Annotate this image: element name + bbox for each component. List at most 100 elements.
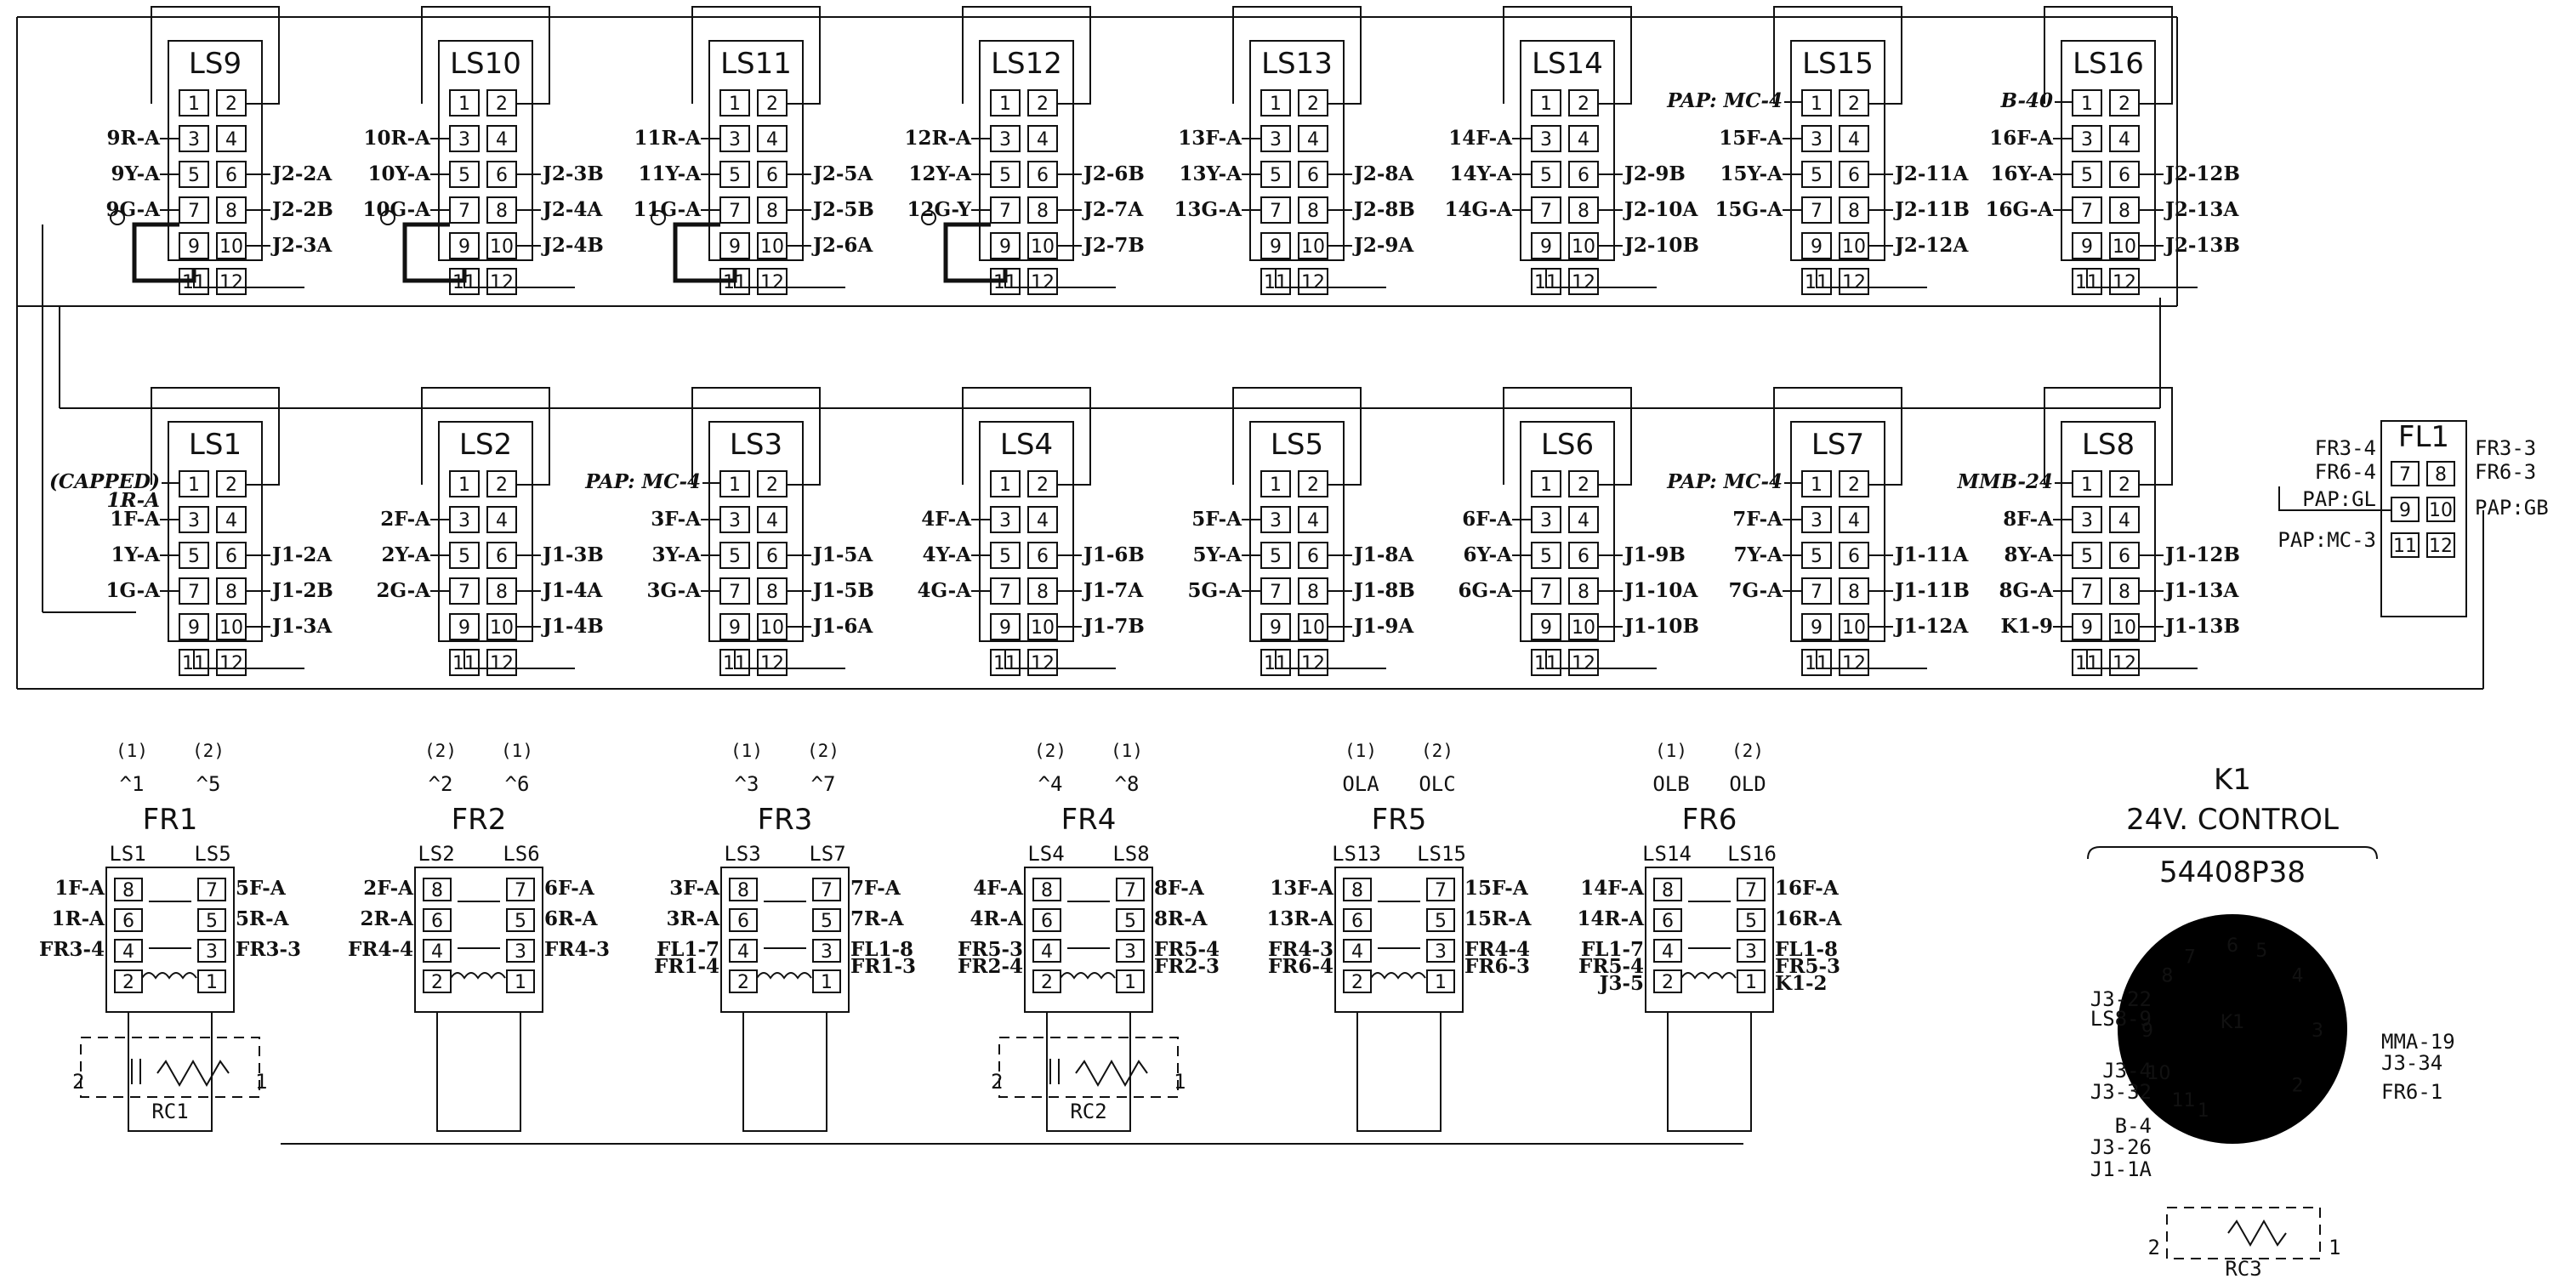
fr-title: FR5 bbox=[1372, 803, 1427, 837]
right-wire-label: J1-11A bbox=[1893, 543, 1969, 566]
k1-pin bbox=[2130, 1012, 2164, 1046]
note-label: MMB-24 bbox=[1957, 470, 2053, 493]
pin-box bbox=[1531, 470, 1561, 497]
position-label: (1) bbox=[1111, 741, 1143, 761]
left-wire-label: 6F-A bbox=[1462, 508, 1513, 531]
pin-number: 1 bbox=[1811, 475, 1823, 496]
pin-number: 2 bbox=[2292, 1075, 2304, 1096]
wire bbox=[1356, 1012, 1442, 1132]
pin-number: 8 bbox=[766, 582, 778, 603]
left-wire-label: 4F-A bbox=[973, 877, 1024, 900]
right-wire-label: FR4-4 bbox=[1464, 938, 1530, 961]
pin-box bbox=[1426, 878, 1455, 901]
ls-ref: LS7 bbox=[809, 842, 845, 866]
left-wire-label: J3-4 bbox=[2102, 1059, 2152, 1083]
left-wire-label: FR4-3 bbox=[1268, 938, 1333, 961]
right-wire-label: 7R-A bbox=[850, 907, 905, 930]
pin-box bbox=[2426, 532, 2455, 558]
right-wire-label: J1-13A bbox=[2164, 579, 2239, 602]
k1-pin bbox=[2215, 927, 2249, 961]
pin-number: 8 bbox=[2435, 464, 2447, 486]
pin-number: 2 bbox=[766, 94, 778, 115]
pin-box bbox=[486, 649, 517, 676]
position-label: (1) bbox=[501, 741, 533, 761]
right-wire-label: J1-3B bbox=[541, 543, 604, 566]
right-wire-label: J2-4A bbox=[541, 198, 603, 221]
pin-number: 7 bbox=[206, 880, 218, 901]
fr-title: FR6 bbox=[1682, 803, 1737, 837]
pin-box bbox=[2109, 649, 2140, 676]
k1-center bbox=[2210, 998, 2255, 1043]
k1-pin bbox=[2173, 938, 2207, 973]
pin-number: 3 bbox=[1745, 941, 1757, 963]
marker-icon bbox=[380, 210, 395, 225]
ls-ref: LS14 bbox=[1642, 842, 1692, 866]
right-wire-label: PAP:GB bbox=[2475, 496, 2549, 520]
pin-number: 8 bbox=[2118, 201, 2130, 222]
pin-number: 5 bbox=[206, 911, 218, 932]
pin-number: 3 bbox=[729, 129, 741, 151]
pin-number: 4 bbox=[225, 129, 237, 151]
pin-number: 2 bbox=[2118, 475, 2130, 496]
pin-number: 3 bbox=[458, 129, 470, 151]
pin-number: 6 bbox=[122, 911, 134, 932]
right-wire-label: J1-13B bbox=[2164, 615, 2240, 638]
pin-number: 3 bbox=[458, 510, 470, 531]
pin-box bbox=[1032, 939, 1061, 963]
pin-number: 9 bbox=[188, 617, 200, 639]
ls-title: LS7 bbox=[1811, 428, 1864, 462]
pin-number: 2 bbox=[1578, 475, 1589, 496]
ls-frame bbox=[1790, 421, 1885, 642]
pin-box bbox=[1653, 908, 1682, 932]
pin-number: 4 bbox=[496, 510, 508, 531]
k1-pin bbox=[2166, 1081, 2201, 1116]
pin-number: 7 bbox=[458, 201, 470, 222]
pin-box bbox=[1839, 125, 1869, 152]
pin-box bbox=[1653, 969, 1682, 993]
pin-box bbox=[757, 125, 788, 152]
rc-label: RC2 bbox=[1070, 1100, 1106, 1123]
pin-number: 10 bbox=[2113, 236, 2136, 258]
pin-number: 6 bbox=[431, 911, 443, 932]
pin-number: 8 bbox=[1351, 880, 1363, 901]
ls-frame bbox=[979, 421, 1074, 642]
k1-part-number: 54408P38 bbox=[2159, 856, 2306, 890]
left-wire-label: FR5-4 bbox=[1578, 955, 1644, 978]
left-wire-label: 15Y-A bbox=[1720, 162, 1783, 185]
pin-box bbox=[2391, 497, 2420, 522]
right-wire-label: FR2-3 bbox=[1154, 955, 1220, 978]
pin-number: 2 bbox=[1307, 94, 1319, 115]
pin-number: 7 bbox=[2081, 582, 2093, 603]
pin-number: 8 bbox=[225, 582, 237, 603]
pin-number: 4 bbox=[2118, 510, 2130, 531]
right-wire-label: J1-5B bbox=[811, 579, 874, 602]
left-wire-label: 13F-A bbox=[1270, 877, 1334, 900]
symbol-label: ^8 bbox=[1115, 772, 1140, 796]
pin-number: 12 bbox=[2113, 272, 2136, 293]
top-loop bbox=[2044, 387, 2173, 486]
pin-box bbox=[179, 613, 209, 640]
position-label: (2) bbox=[1034, 741, 1066, 761]
right-wire-label: J1-9B bbox=[1623, 543, 1686, 566]
pin-box bbox=[990, 470, 1021, 497]
pin-number: 10 bbox=[1842, 617, 1866, 639]
wire bbox=[742, 1012, 827, 1132]
right-wire-label: J2-7A bbox=[1082, 198, 1144, 221]
fl1-title: FL1 bbox=[2398, 420, 2449, 454]
pin-number: 12 bbox=[1301, 653, 1325, 674]
pin-number: 3 bbox=[1540, 510, 1552, 531]
k1-subtitle: 24V. CONTROL bbox=[2126, 803, 2339, 837]
pin-number: 8 bbox=[2118, 582, 2130, 603]
pin-box bbox=[1027, 268, 1058, 295]
pin-box bbox=[506, 908, 535, 932]
pin-number: 9 bbox=[458, 236, 470, 258]
left-wire-label: 11R-A bbox=[634, 127, 702, 150]
pin-number: 4 bbox=[431, 941, 443, 963]
